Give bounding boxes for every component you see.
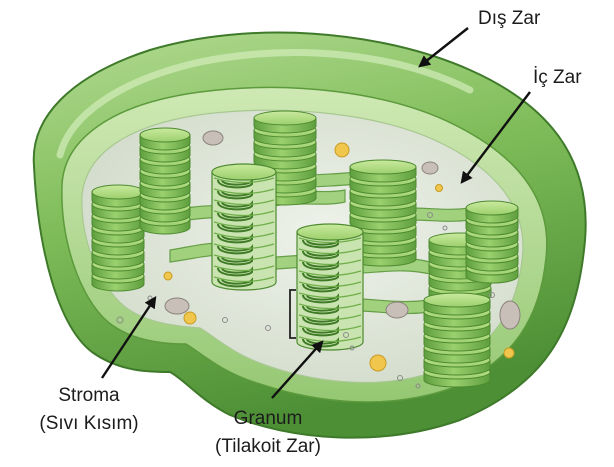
granum-label-line2: (Tilakoit Zar) — [215, 436, 321, 457]
thylakoid-disc-top — [466, 201, 518, 215]
granum-stack — [466, 201, 518, 283]
granum-stack — [424, 293, 490, 387]
granum-cutaway-top — [212, 164, 276, 180]
granum-cutaway-stack — [297, 224, 363, 350]
thylakoid-disc-top — [140, 128, 190, 142]
outer-membrane-label: Dış Zar — [478, 8, 541, 29]
thylakoid-disc-top — [254, 111, 316, 125]
thylakoid-disc-top — [424, 293, 490, 307]
stroma-label-line1: Stroma — [58, 385, 120, 406]
granum-label-line1: Granum — [234, 408, 303, 429]
granum-cutaway-top — [297, 224, 363, 240]
thylakoid-disc-top — [350, 160, 416, 174]
thylakoid-disc-top — [92, 185, 144, 199]
granum-stack — [140, 128, 190, 234]
granum-stack — [92, 185, 144, 291]
inner-membrane-label: İç Zar — [533, 67, 582, 88]
granum-cutaway-stack — [212, 164, 276, 290]
stroma-label-line2: (Sıvı Kısım) — [39, 413, 138, 434]
